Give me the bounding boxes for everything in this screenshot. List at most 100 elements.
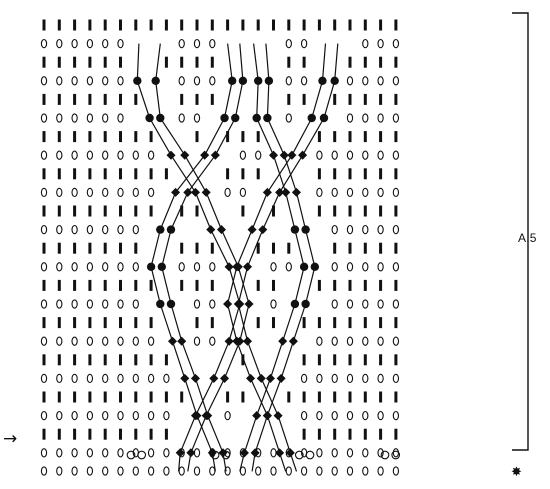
bar-symbol <box>88 428 92 440</box>
ring-symbol <box>71 76 78 86</box>
bar-symbol <box>287 19 291 31</box>
diamond-symbol <box>232 262 242 272</box>
bar-symbol <box>42 279 46 291</box>
bar-symbol <box>317 354 321 366</box>
bar-symbol <box>119 19 122 31</box>
bar-symbol <box>363 428 367 440</box>
bar-symbol <box>272 317 275 329</box>
bar-symbol <box>42 428 46 440</box>
bar-symbol <box>394 354 398 366</box>
ring-symbol <box>117 224 124 235</box>
diamond-symbol <box>224 336 234 346</box>
bar-symbol <box>394 242 398 254</box>
bar-symbol <box>134 168 138 180</box>
ring-symbol <box>56 466 63 476</box>
ring-symbol <box>331 299 338 309</box>
bar-symbol <box>42 391 46 403</box>
ring-symbol <box>56 113 63 123</box>
filled-dot-symbol <box>231 113 240 123</box>
ring-symbol <box>193 262 201 272</box>
ring-symbol <box>300 410 308 421</box>
filled-dot-symbol <box>264 76 274 86</box>
bar-symbol <box>57 391 61 403</box>
bar-symbol <box>333 428 337 440</box>
filled-dot-symbol <box>157 262 167 271</box>
bar-symbol <box>103 205 107 217</box>
bar-symbol <box>241 131 245 143</box>
ring-symbol <box>193 466 201 476</box>
bar-symbol <box>73 131 77 143</box>
ring-symbol <box>255 150 262 160</box>
star-icon: ✸ <box>511 465 522 480</box>
bar-symbol <box>256 242 260 254</box>
filled-dot-symbol <box>301 299 310 309</box>
bar-symbol <box>348 279 352 291</box>
ring-symbol <box>102 448 109 458</box>
ring-symbol <box>132 262 139 272</box>
ring-symbol <box>102 187 109 198</box>
filled-dot-symbol <box>290 225 300 234</box>
ring-symbol <box>178 466 185 476</box>
bar-symbol <box>42 56 46 68</box>
ring-symbol <box>71 410 78 421</box>
section-label: A.5 <box>518 231 537 245</box>
ring-symbol <box>56 448 63 458</box>
diamond-symbol <box>275 187 285 197</box>
bar-symbol <box>164 391 168 403</box>
filled-dot-symbol <box>254 76 263 86</box>
bar-symbol <box>42 168 46 180</box>
bar-symbol <box>210 19 214 31</box>
ring-symbol <box>132 373 139 384</box>
ring-symbol <box>117 373 124 384</box>
bar-symbol <box>149 317 153 329</box>
bar-symbol <box>103 168 107 180</box>
ring-symbol <box>331 448 338 458</box>
bar-symbol <box>119 93 122 105</box>
ring-symbol <box>362 262 369 272</box>
bar-symbol <box>134 205 138 217</box>
cable-line <box>227 43 327 472</box>
ring-symbol <box>40 448 48 458</box>
bar-symbol <box>88 317 92 329</box>
bar-symbol <box>333 168 337 180</box>
bar-symbol <box>103 354 107 366</box>
ring-symbol <box>392 466 400 476</box>
ring-symbol <box>102 38 109 49</box>
bar-symbol <box>134 279 138 291</box>
bar-symbol <box>88 168 92 180</box>
ring-symbol <box>147 187 155 198</box>
bar-symbol <box>73 391 77 403</box>
bar-symbol <box>272 205 275 217</box>
bar-symbol <box>363 391 367 403</box>
bar-symbol <box>149 168 153 180</box>
diamond-symbol <box>171 187 181 197</box>
ring-symbol <box>117 299 124 309</box>
bar-symbol <box>88 93 92 105</box>
diamond-symbol <box>242 336 253 346</box>
bar-symbol <box>103 93 107 105</box>
filled-dot-symbol <box>301 225 310 234</box>
ring-symbol <box>392 76 400 86</box>
bar-symbol <box>333 19 337 31</box>
bar-symbol <box>394 56 398 68</box>
bar-symbol <box>57 131 61 143</box>
ring-symbol <box>71 113 78 123</box>
bar-symbol <box>42 19 46 31</box>
bar-symbol <box>379 428 383 440</box>
ring-symbol <box>56 76 63 86</box>
bar-symbol <box>302 428 306 440</box>
ring-symbol <box>377 448 384 458</box>
filled-dot-symbol <box>166 299 176 309</box>
bar-symbol <box>134 93 138 105</box>
ring-symbol <box>362 187 369 198</box>
ring-symbol <box>117 150 124 160</box>
section-bracket <box>512 12 529 451</box>
bar-symbol <box>348 131 352 143</box>
bar-symbol <box>379 391 383 403</box>
bar-symbol <box>42 354 46 366</box>
ring-symbol <box>40 262 48 272</box>
ring-symbol <box>362 38 369 49</box>
filled-dot-symbol <box>310 262 320 271</box>
diamond-symbol <box>177 336 187 346</box>
bar-symbol <box>348 19 352 31</box>
